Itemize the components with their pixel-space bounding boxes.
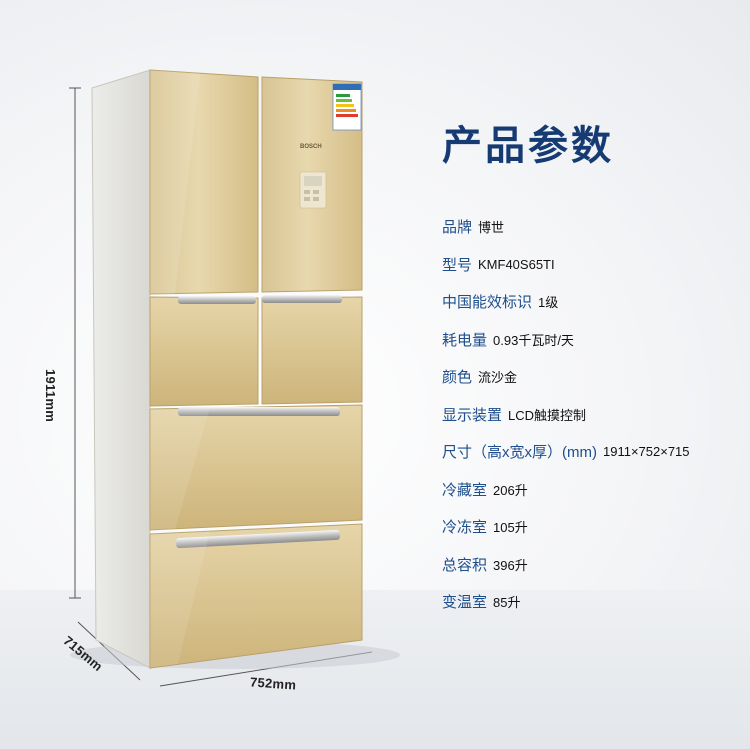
spec-value: 博世 [478,220,505,236]
spec-title: 产品参数 [442,124,614,168]
spec-panel: 产品参数 品牌 博世 型号 KMF40S65TI 中国能效标识 1级 耗电量 0… [442,120,742,621]
spec-label: 颜色 [442,369,473,387]
spec-row-power-consumption: 耗电量 0.93千瓦时/天 [442,321,742,359]
lower-drawer-1-handle[interactable] [178,407,340,416]
spec-label: 冷藏室 [442,481,488,499]
height-dimension-label: 1911mm [43,368,59,423]
spec-value: 206升 [493,482,528,498]
height-dimension-line [69,87,81,599]
spec-value: 流沙金 [478,370,518,386]
spec-label: 总容积 [442,556,488,574]
spec-value: 1911×752×715 [602,444,690,460]
spec-label: 型号 [442,256,473,274]
spec-row-brand: 品牌 博世 [442,208,742,246]
spec-row-freezer-volume: 冷冻室 105升 [442,508,742,546]
spec-label: 变温室 [442,594,488,612]
spec-row-dimensions: 尺寸（高x宽x厚）(mm) 1911×752×715 [442,433,742,471]
spec-label: 显示装置 [442,406,503,424]
lower-drawer-2 [149,523,363,669]
spec-row-fridge-volume: 冷藏室 206升 [442,471,742,509]
lcd-touch-panel[interactable] [299,171,327,209]
spec-label: 品牌 [442,219,473,237]
spec-label: 中国能效标识 [442,294,533,312]
middle-right-handle[interactable] [262,295,342,303]
width-dimension-label: 752mm [249,674,297,693]
fridge-side [91,69,151,669]
spec-value: 1级 [538,295,559,311]
spec-value: 85升 [493,595,521,611]
spec-row-display: 显示装置 LCD触摸控制 [442,396,742,434]
lower-drawer-1 [149,404,363,531]
bosch-logo: BOSCH [300,144,322,150]
spec-label: 冷冻室 [442,519,488,537]
spec-row-energy-grade: 中国能效标识 1级 [442,283,742,321]
lower-drawer-2-handle[interactable] [176,529,340,549]
spec-value: KMF40S65TI [478,256,555,272]
spec-value: 105升 [493,520,528,536]
spec-row-total-volume: 总容积 396升 [442,546,742,584]
middle-left-drawer [149,296,259,407]
middle-right-drawer [261,296,363,405]
energy-label-icon [332,83,362,131]
spec-value: 0.93千瓦时/天 [493,332,574,348]
spec-row-model: 型号 KMF40S65TI [442,246,742,284]
middle-left-handle[interactable] [178,296,256,304]
spec-row-variable-temp-volume: 变温室 85升 [442,583,742,621]
spec-row-color: 颜色 流沙金 [442,358,742,396]
spec-label: 耗电量 [442,331,488,349]
spec-list: 品牌 博世 型号 KMF40S65TI 中国能效标识 1级 耗电量 0.93千瓦… [442,208,742,621]
upper-left-door [149,69,259,295]
spec-label: 尺寸（高x宽x厚）(mm) [442,444,597,462]
spec-value: 396升 [493,557,528,573]
spec-value: LCD触摸控制 [508,407,587,423]
